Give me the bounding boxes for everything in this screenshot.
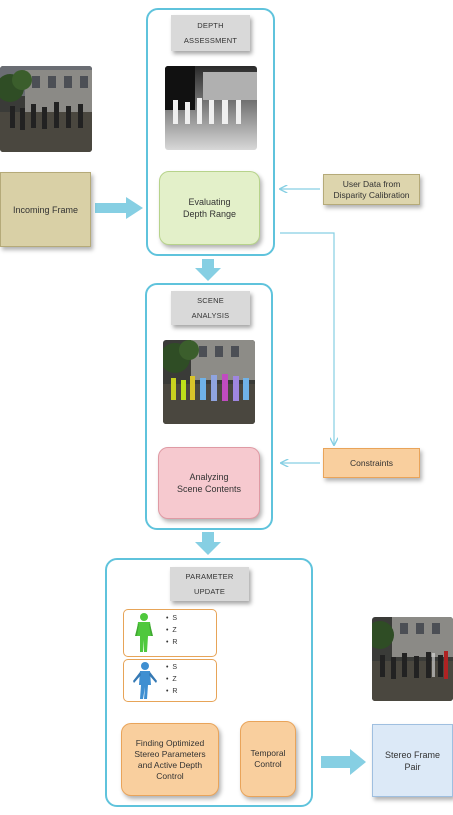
output-scene-photo <box>372 617 453 701</box>
finding-optimized-parameters-box: Finding Optimized Stereo Parameters and … <box>121 723 219 796</box>
constraints-box: Constraints <box>323 448 420 478</box>
temporal-line: Temporal <box>251 748 286 759</box>
incoming-frame-box: Incoming Frame <box>0 172 91 247</box>
header-line: SCENE <box>197 293 224 308</box>
parameter-list: • S • Z • R <box>166 613 177 649</box>
optimize-line: Stereo Parameters <box>134 749 205 760</box>
header-line: ANALYSIS <box>192 308 230 323</box>
process-line: Analyzing <box>177 471 241 483</box>
depth-map-image <box>165 66 257 150</box>
incoming-scene-photo <box>0 66 92 152</box>
temporal-control-box: Temporal Control <box>240 721 296 797</box>
analyzing-scene-contents-box: Analyzing Scene Contents <box>158 447 260 519</box>
depth-to-scene-arrow <box>195 259 221 281</box>
header-line: ASSESSMENT <box>184 33 237 48</box>
incoming-frame-label: Incoming Frame <box>13 204 78 216</box>
parameter-item: • R <box>166 637 177 649</box>
green-figure-icon <box>132 612 156 654</box>
optimize-line: Finding Optimized <box>134 738 205 749</box>
depth-assessment-header: DEPTH ASSESSMENT <box>171 15 250 51</box>
scene-analysis-header: SCENE ANALYSIS <box>171 291 250 325</box>
parameter-to-output-arrow <box>321 749 366 775</box>
parameter-update-header: PARAMETER UPDATE <box>170 567 249 601</box>
scene-to-parameter-arrow <box>195 532 221 555</box>
parameter-item: • Z <box>166 674 177 686</box>
depth-to-constraints-connector <box>280 233 334 445</box>
parameter-item: • Z <box>166 625 177 637</box>
optimize-line: and Active Depth <box>134 760 205 771</box>
stereo-line: Pair <box>385 761 440 773</box>
stereo-frame-pair-box: Stereo Frame Pair <box>372 724 453 797</box>
optimize-line: Control <box>134 771 205 782</box>
stereo-line: Stereo Frame <box>385 749 440 761</box>
user-data-box: User Data from Disparity Calibration <box>323 174 420 205</box>
incoming-to-depth-arrow <box>95 197 143 219</box>
blue-figure-icon <box>132 661 158 701</box>
constraints-label: Constraints <box>350 457 393 469</box>
user-data-line: User Data from <box>333 179 409 190</box>
parameter-item: • R <box>166 686 177 698</box>
parameter-item: • S <box>166 662 177 674</box>
process-line: Scene Contents <box>177 483 241 495</box>
temporal-line: Control <box>251 759 286 770</box>
process-line: Depth Range <box>183 208 236 220</box>
header-line: UPDATE <box>194 584 225 599</box>
segmented-scene-image <box>163 340 255 424</box>
user-data-line: Disparity Calibration <box>333 190 409 201</box>
evaluating-depth-range-box: Evaluating Depth Range <box>159 171 260 245</box>
header-line: PARAMETER <box>186 569 234 584</box>
parameter-list: • S • Z • R <box>166 662 177 698</box>
process-line: Evaluating <box>183 196 236 208</box>
parameter-item: • S <box>166 613 177 625</box>
header-line: DEPTH <box>197 18 223 33</box>
